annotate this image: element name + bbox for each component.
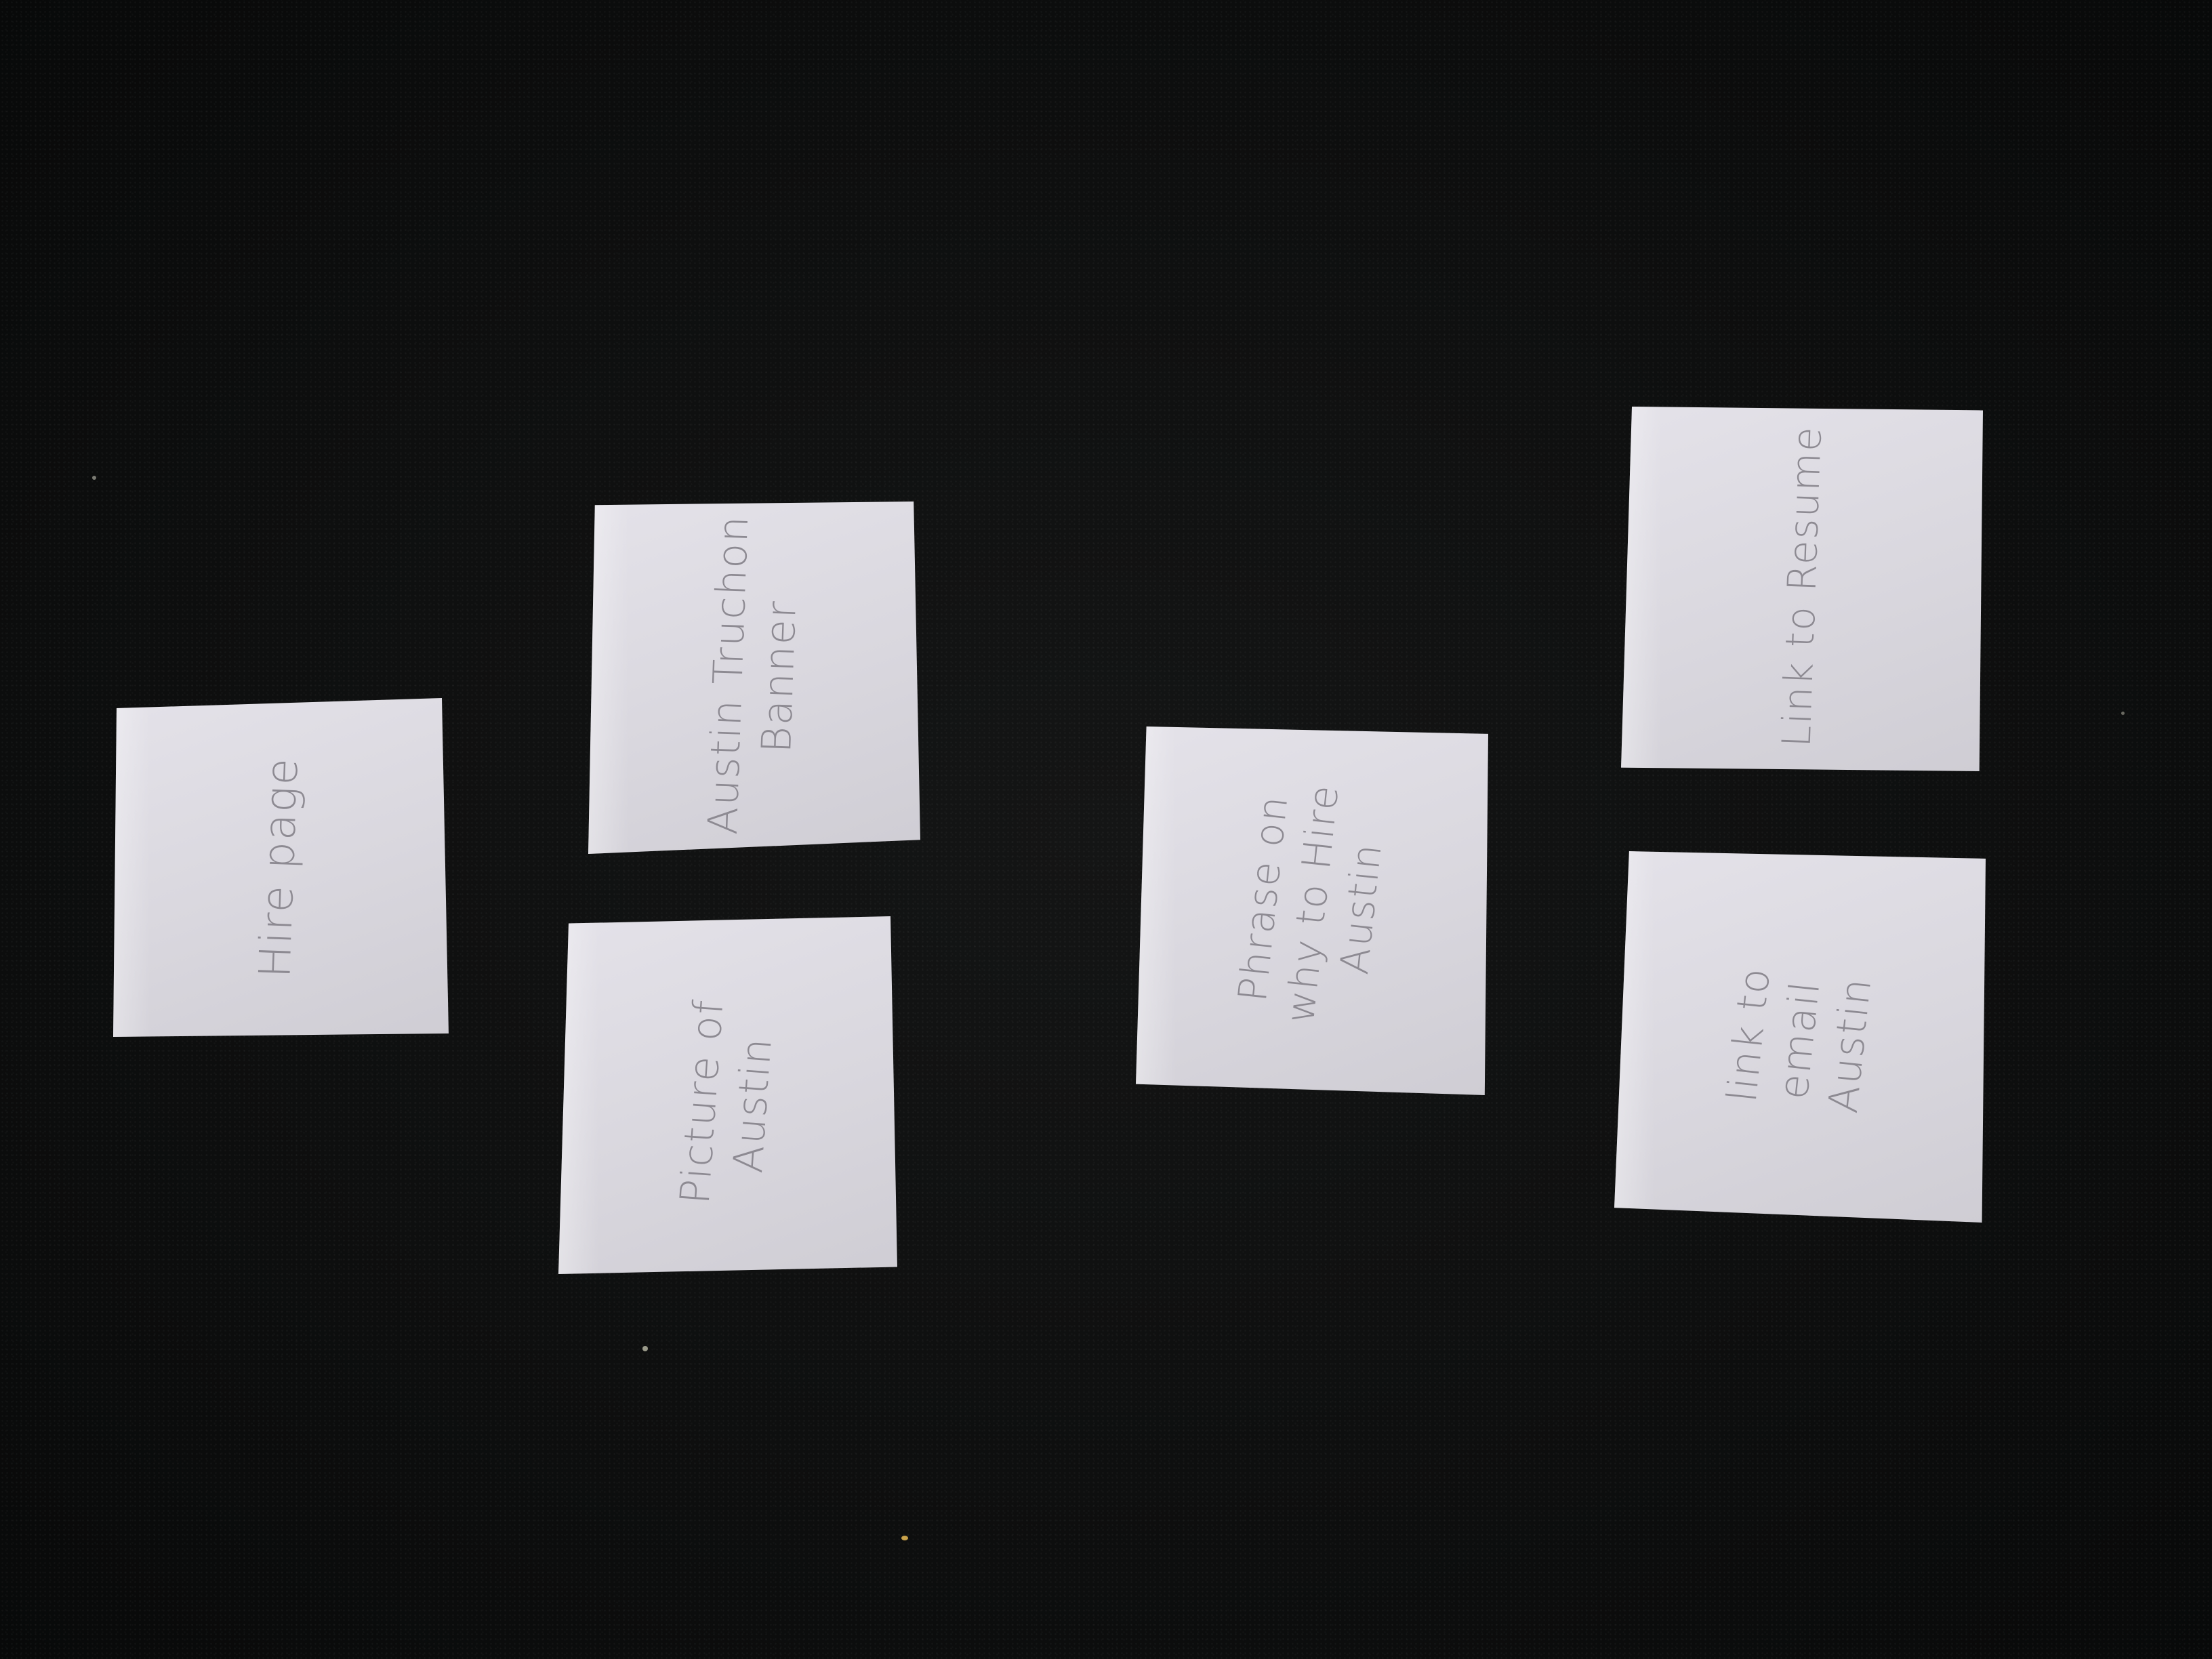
sticky-note-resume: Link to Resume	[1621, 407, 1983, 771]
carpet-speck	[2121, 712, 2125, 715]
note-text-email: link to email Austin	[1718, 964, 1881, 1115]
note-text-banner: Austin Truchon Banner	[699, 514, 806, 836]
sticky-note-picture: Picture of Austin	[558, 916, 897, 1274]
sticky-note-phrase: Phrase on why to Hire Austin	[1136, 726, 1488, 1095]
sticky-note-hire-page: Hire page	[113, 698, 449, 1037]
carpet-speck	[642, 1346, 648, 1351]
note-text-resume: Link to Resume	[1773, 425, 1831, 748]
note-text-phrase: Phrase on why to Hire Austin	[1229, 781, 1391, 1025]
note-text-picture: Picture of Austin	[671, 997, 781, 1206]
carpet-speck	[901, 1536, 908, 1540]
carpet-speck	[92, 476, 96, 480]
sticky-note-email: link to email Austin	[1614, 851, 1986, 1223]
note-text-hire-page: Hire page	[250, 756, 308, 979]
sticky-note-banner: Austin Truchon Banner	[588, 501, 920, 854]
